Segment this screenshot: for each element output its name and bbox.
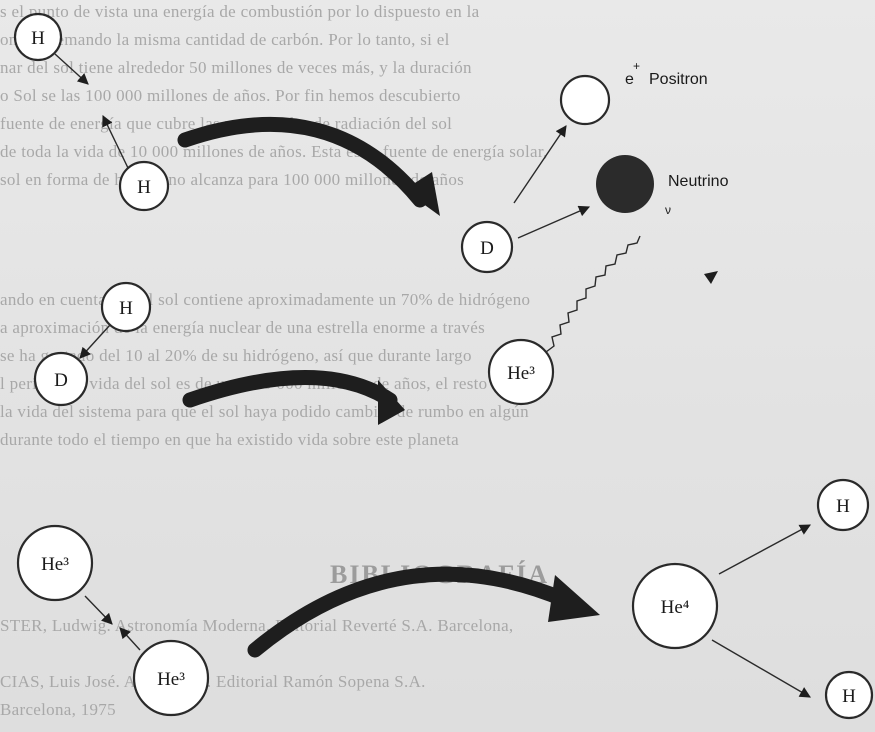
background-text-line: de toda la vida de 10 000 millones de añ…: [0, 142, 548, 161]
row2-deuterium: D: [33, 351, 89, 407]
electron-symbol: e: [625, 71, 634, 88]
row3-arrow-he3-a: [84, 595, 113, 625]
helium3-label: He³: [507, 363, 535, 384]
hydrogen-label: H: [137, 177, 151, 198]
helium4-label: He⁴: [661, 597, 690, 618]
row2-arrow-h: [79, 324, 111, 359]
row3-arrow-to-h-top: [718, 524, 811, 575]
row1-neutrino: Neutrino ν: [596, 155, 729, 217]
row2-reaction-arrow: [182, 370, 398, 408]
row1-arrow-h-b: [102, 114, 129, 169]
row1-arrow-to-neutrino: [517, 205, 591, 239]
row1-hydrogen-a: H: [13, 12, 63, 62]
helium3-label: He³: [157, 669, 185, 690]
background-text-line: o Sol se las 100 000 millones de años. P…: [0, 86, 461, 105]
row2-gamma-arrowhead: [704, 271, 718, 284]
background-text-line: onda quemando la misma cantidad de carbó…: [0, 30, 450, 49]
neutrino-label: Neutrino: [668, 173, 729, 190]
row3-hydrogen-top: H: [816, 478, 870, 532]
positron-charge-mark: +: [633, 59, 640, 73]
row1-deuterium: D: [460, 220, 514, 274]
row2-hydrogen: H: [100, 281, 152, 333]
row2-reaction-arrowhead: [378, 380, 405, 425]
row2-helium3: He³: [487, 338, 555, 406]
background-text-line: s el punto de vista una energía de combu…: [0, 2, 480, 21]
row1-reaction-arrowhead: [404, 172, 440, 216]
deuterium-label: D: [54, 370, 68, 391]
bibliography-entry: Barcelona, 1975: [0, 700, 116, 719]
bibliography-entry: CIAS, Luis José. Astronomía. Editorial R…: [0, 672, 426, 691]
neutrino-symbol-mark: ν: [665, 203, 671, 217]
row3-arrow-he3-b: [119, 627, 141, 651]
row3-hydrogen-bottom: H: [824, 670, 874, 720]
row3-helium3-b: He³: [132, 639, 210, 717]
row3-reaction-arrow: [247, 566, 573, 658]
background-text-line: nar del sol tiene alrededor 50 millones …: [0, 58, 472, 77]
row1-hydrogen-b: H: [118, 160, 170, 212]
row3-helium4: He⁴: [631, 562, 719, 650]
deuterium-label: D: [480, 238, 494, 259]
background-text-line: sol en forma de hidrógeno alcanza para 1…: [0, 170, 465, 189]
row3-helium3-a: He³: [16, 524, 94, 602]
row3-arrow-to-h-bottom: [711, 639, 811, 698]
row3-reaction-arrowhead: [548, 575, 600, 622]
background-text-line: se ha gastado del 10 al 20% de su hidróg…: [0, 346, 472, 365]
helium3-label: He³: [41, 554, 69, 575]
hydrogen-label: H: [842, 686, 856, 707]
hydrogen-label: H: [119, 298, 133, 319]
row1-reaction-arrow: [177, 116, 428, 208]
row1-arrow-h-a: [54, 53, 89, 85]
row2-gamma-ray: [545, 235, 641, 353]
background-text-line: durante todo el tiempo en que ha existid…: [0, 430, 460, 449]
hydrogen-label: H: [31, 28, 45, 49]
row1-arrow-to-positron: [513, 125, 567, 204]
row1-positron: e + Positron: [559, 59, 708, 126]
positron-label: Positron: [649, 71, 708, 88]
hydrogen-label: H: [836, 496, 850, 517]
